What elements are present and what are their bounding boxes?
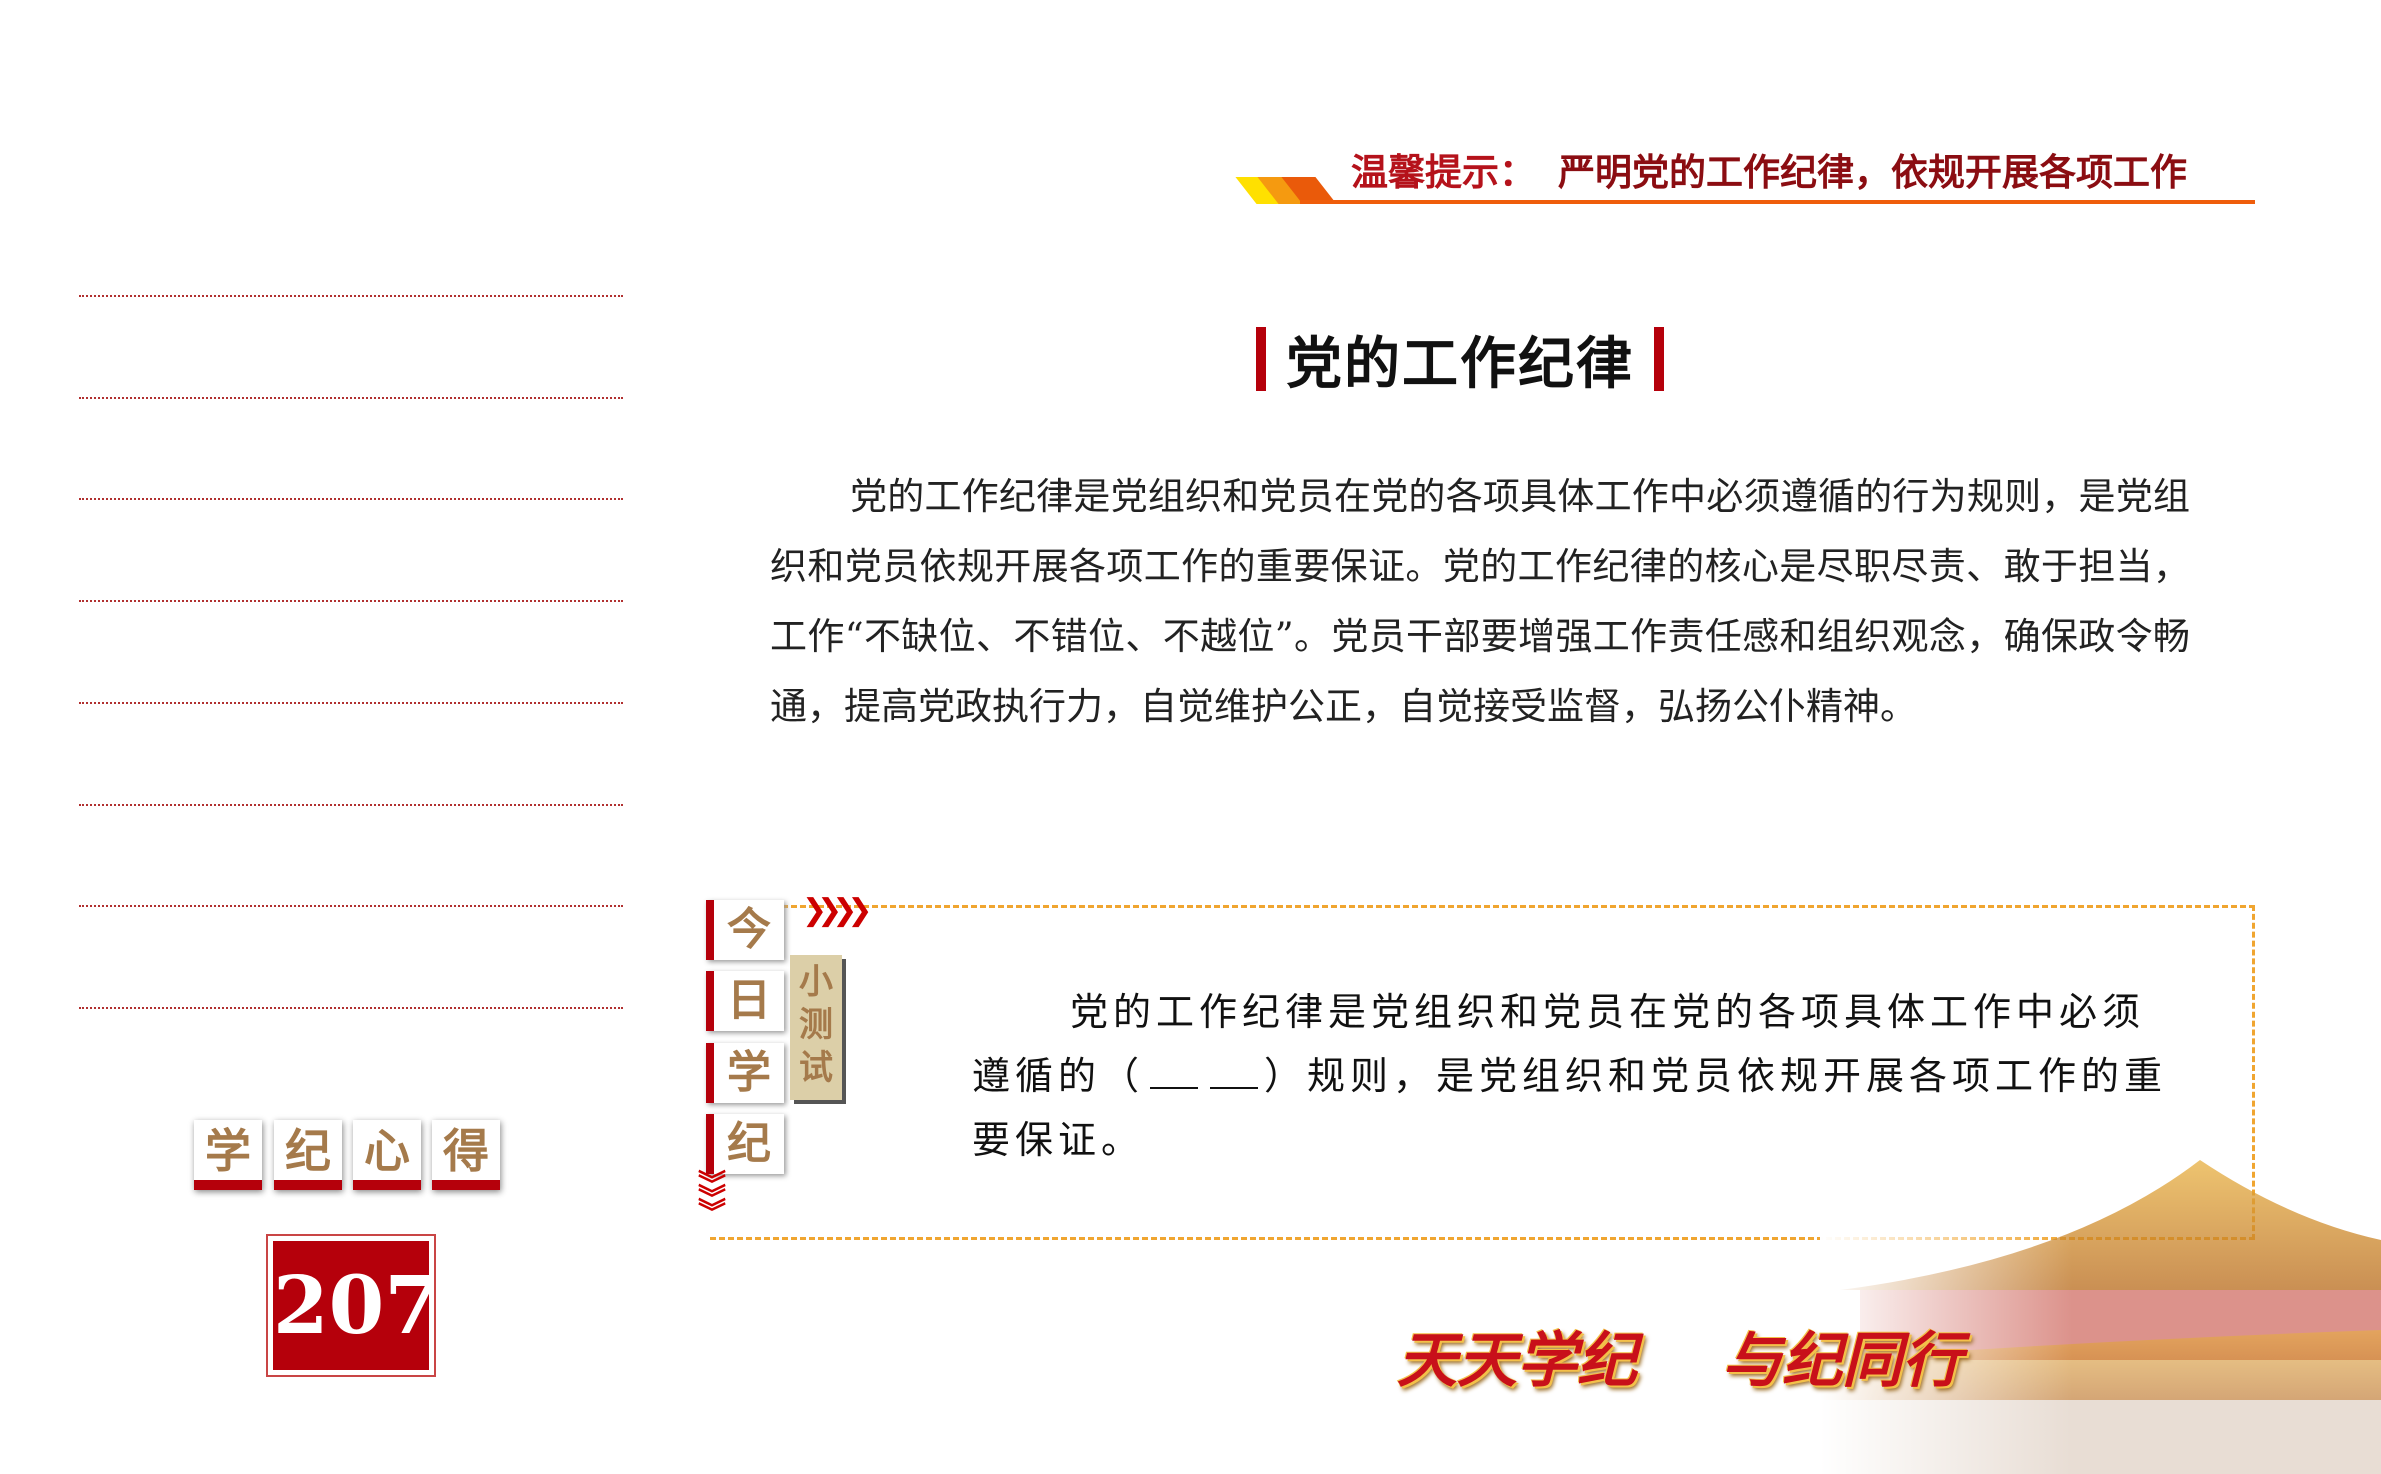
title-bar-left bbox=[1256, 327, 1266, 391]
article-title: 党的工作纪律 bbox=[1256, 326, 1664, 397]
slogan-part1: 天天学纪 bbox=[1397, 1326, 1637, 1396]
side-tile: 今 bbox=[706, 900, 784, 960]
note-line bbox=[79, 600, 623, 602]
notes-tile: 心 bbox=[353, 1120, 421, 1190]
note-line bbox=[79, 905, 623, 907]
note-line bbox=[79, 295, 623, 297]
tip-text: 严明党的工作纪律，依规开展各项工作 bbox=[1558, 151, 2187, 194]
quiz-tag-char: 测 bbox=[799, 1005, 833, 1045]
page-number-text: 207 bbox=[273, 1241, 440, 1370]
quiz-text-after: ）规则，是党组织和党员依规开展各项工作的重要保证。 bbox=[972, 1054, 2168, 1162]
answer-blank[interactable] bbox=[1150, 1059, 1199, 1089]
page-number: 207 bbox=[266, 1234, 440, 1377]
notes-tile: 纪 bbox=[274, 1120, 342, 1190]
quiz-box bbox=[710, 905, 2255, 1240]
tiananmen-image bbox=[1820, 1140, 2381, 1474]
notes-tile: 得 bbox=[432, 1120, 500, 1190]
notes-tile: 学 bbox=[194, 1120, 262, 1190]
note-line bbox=[79, 702, 623, 704]
header-underline bbox=[1300, 200, 2255, 204]
quiz-question: 党的工作纪律是党组织和党员在党的各项具体工作中必须遵循的（）规则，是党组织和党员… bbox=[972, 980, 2172, 1172]
note-line bbox=[79, 498, 623, 500]
quiz-tag-char: 试 bbox=[799, 1048, 833, 1088]
side-tile: 日 bbox=[706, 971, 784, 1031]
note-line bbox=[79, 804, 623, 806]
chevrons-right-icon: ❯❯❯❯ bbox=[802, 893, 872, 928]
note-line bbox=[79, 1007, 623, 1009]
article-body: 党的工作纪律是党组织和党员在党的各项具体工作中必须遵循的行为规则，是党组织和党员… bbox=[770, 475, 2190, 728]
tip-label: 温馨提示： bbox=[1351, 151, 1536, 194]
side-tile: 纪 bbox=[706, 1114, 784, 1174]
note-line bbox=[79, 397, 623, 399]
answer-blank[interactable] bbox=[1210, 1059, 1259, 1089]
quiz-tag: 小测试 bbox=[790, 955, 842, 1100]
warm-tip: 温馨提示： 严明党的工作纪律，依规开展各项工作 bbox=[1351, 142, 2187, 196]
slogan-part2: 与纪同行 bbox=[1722, 1326, 1962, 1396]
title-text: 党的工作纪律 bbox=[1286, 331, 1634, 397]
quiz-tag-char: 小 bbox=[799, 962, 833, 1002]
quiz-text-before: 党的工作纪律是党组织和党员在党的各项具体工作中必须遵循的（ bbox=[972, 990, 2146, 1098]
title-bar-right bbox=[1654, 327, 1664, 391]
side-tile: 学 bbox=[706, 1043, 784, 1103]
chevrons-down-icon: ︾︾︾ bbox=[698, 1168, 727, 1229]
